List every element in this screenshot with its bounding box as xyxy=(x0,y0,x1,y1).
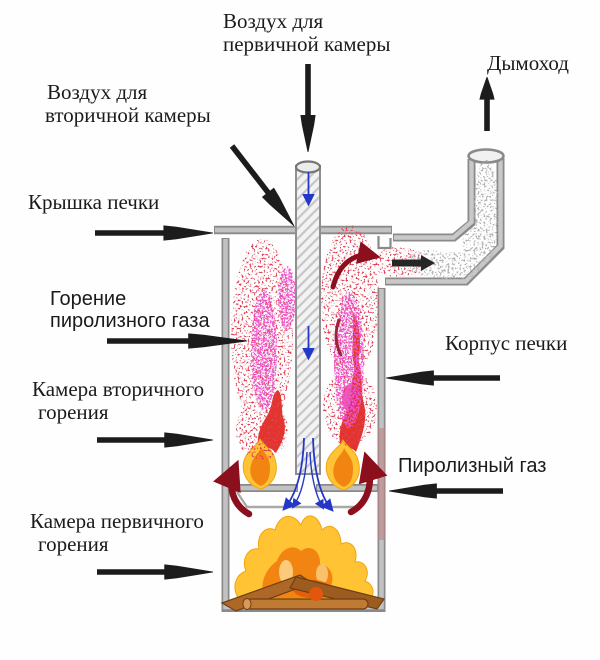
airflow-arrow-inner-right xyxy=(309,451,324,510)
gas-flow-arrow-left xyxy=(213,459,253,518)
arrow-secondary-air xyxy=(225,141,300,231)
label-primary-air-line2: первичной камеры xyxy=(223,32,391,56)
label-pyro-burning-line1: Горение xyxy=(50,288,127,310)
callout-arrows xyxy=(95,64,503,580)
chimney-duct xyxy=(385,148,505,286)
gas-flow-arrow-duct xyxy=(330,241,381,290)
heated-wall-tint xyxy=(378,428,385,540)
burning-gas-stream-magenta xyxy=(251,266,364,428)
arrow-secondary-chamber xyxy=(97,432,213,448)
label-primary-air-line1: Воздух для xyxy=(223,9,324,33)
firewood-logs xyxy=(220,574,385,612)
arrow-pyro-gas xyxy=(389,483,503,499)
label-chimney: Дымоход xyxy=(487,51,569,75)
flue-flow-arrow xyxy=(392,255,435,271)
label-secondary-air-line2: вторичной камеры xyxy=(45,103,211,127)
air-tube xyxy=(294,160,322,475)
air-tube-opening xyxy=(294,160,322,174)
arrow-primary-air xyxy=(300,64,316,152)
airflow-arrow-out-right xyxy=(312,437,334,512)
label-pyro-burning-line2: пиролизного газа xyxy=(50,310,210,332)
airflow-arrow-inner-left xyxy=(291,451,308,509)
arrow-chimney xyxy=(479,77,495,131)
label-primary-chamber-line2: горения xyxy=(38,532,109,556)
label-primary-chamber-line1: Камера первичного xyxy=(30,509,204,533)
arrow-primary-chamber xyxy=(97,564,213,580)
gas-wisp xyxy=(334,318,343,357)
label-secondary-chamber-line1: Камера вторичного xyxy=(32,377,205,401)
gas-flow-arrows xyxy=(213,241,388,518)
label-secondary-chamber-line2: горения xyxy=(38,400,109,424)
drip-pan xyxy=(236,491,370,509)
arrow-lid xyxy=(95,225,213,241)
arrow-body xyxy=(386,370,500,386)
airflow-arrows xyxy=(282,172,334,512)
airflow-arrow-out-left xyxy=(282,437,305,511)
label-pyro-gas: Пиролизный газ xyxy=(398,455,547,477)
lid-lip xyxy=(377,236,392,250)
label-lid: Крышка печки xyxy=(28,190,160,214)
label-body: Корпус печки xyxy=(445,331,568,355)
label-secondary-air-line1: Воздух для xyxy=(47,80,148,104)
gas-flow-arrow-right xyxy=(347,451,388,516)
